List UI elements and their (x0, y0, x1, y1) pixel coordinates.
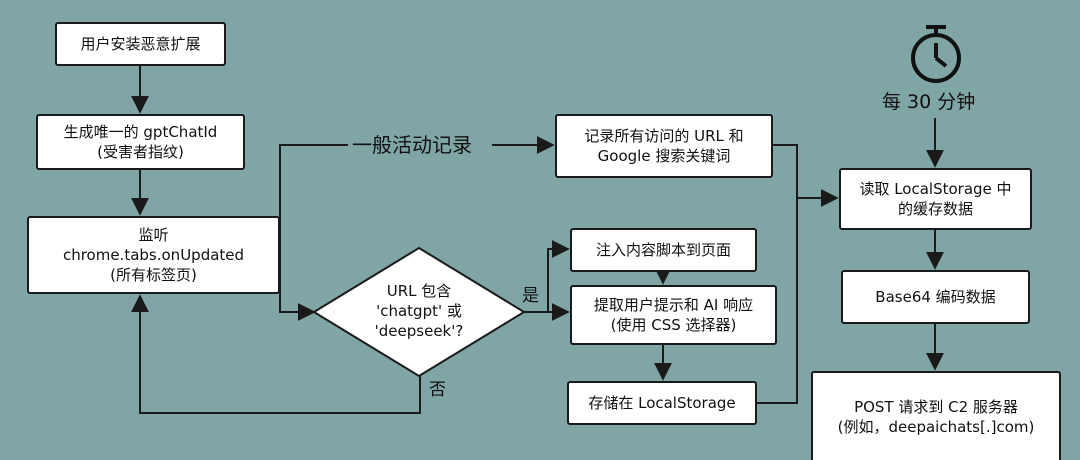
arrow-listen-to-decision (279, 253, 316, 321)
box-install-malicious-extension: 用户安装恶意扩展 (55, 22, 226, 66)
box-listen-tabs-onupdated: 监听 chrome.tabs.onUpdated (所有标签页) (27, 216, 280, 294)
box-read-localstorage: 读取 LocalStorage 中 的缓存数据 (839, 168, 1032, 230)
arrow-yes-to-inject (547, 240, 570, 312)
label-yes: 是 (522, 286, 539, 306)
box-inject-content-script: 注入内容脚本到页面 (570, 228, 757, 272)
decision-label: URL 包含 'chatgpt' 或 'deepseek'? (374, 282, 464, 340)
stopwatch-icon (911, 25, 961, 83)
arrow-listen-to-record (279, 144, 348, 253)
decision-diamond (312, 246, 526, 378)
box-store-localstorage: 存储在 LocalStorage (567, 381, 757, 425)
label-every-30-minutes: 每 30 分钟 (882, 91, 976, 113)
arrow-decision-no-loop (131, 294, 421, 414)
arrow-store-to-read (757, 198, 798, 404)
box-extract-prompts-responses: 提取用户提示和 AI 响应 (使用 CSS 选择器) (570, 285, 777, 345)
box-base64-encode: Base64 编码数据 (841, 270, 1030, 324)
arrow-record-to-read (773, 144, 839, 207)
label-no: 否 (429, 380, 446, 400)
box-record-urls: 记录所有访问的 URL 和 Google 搜索关键词 (555, 114, 773, 178)
box-generate-gptchatid: 生成唯一的 gptChatId (受害者指纹) (36, 114, 245, 170)
label-general-activity: 一般活动记录 (352, 133, 472, 157)
box-post-to-c2: POST 请求到 C2 服务器 (例如，deepaichats[.]com) (811, 371, 1061, 460)
